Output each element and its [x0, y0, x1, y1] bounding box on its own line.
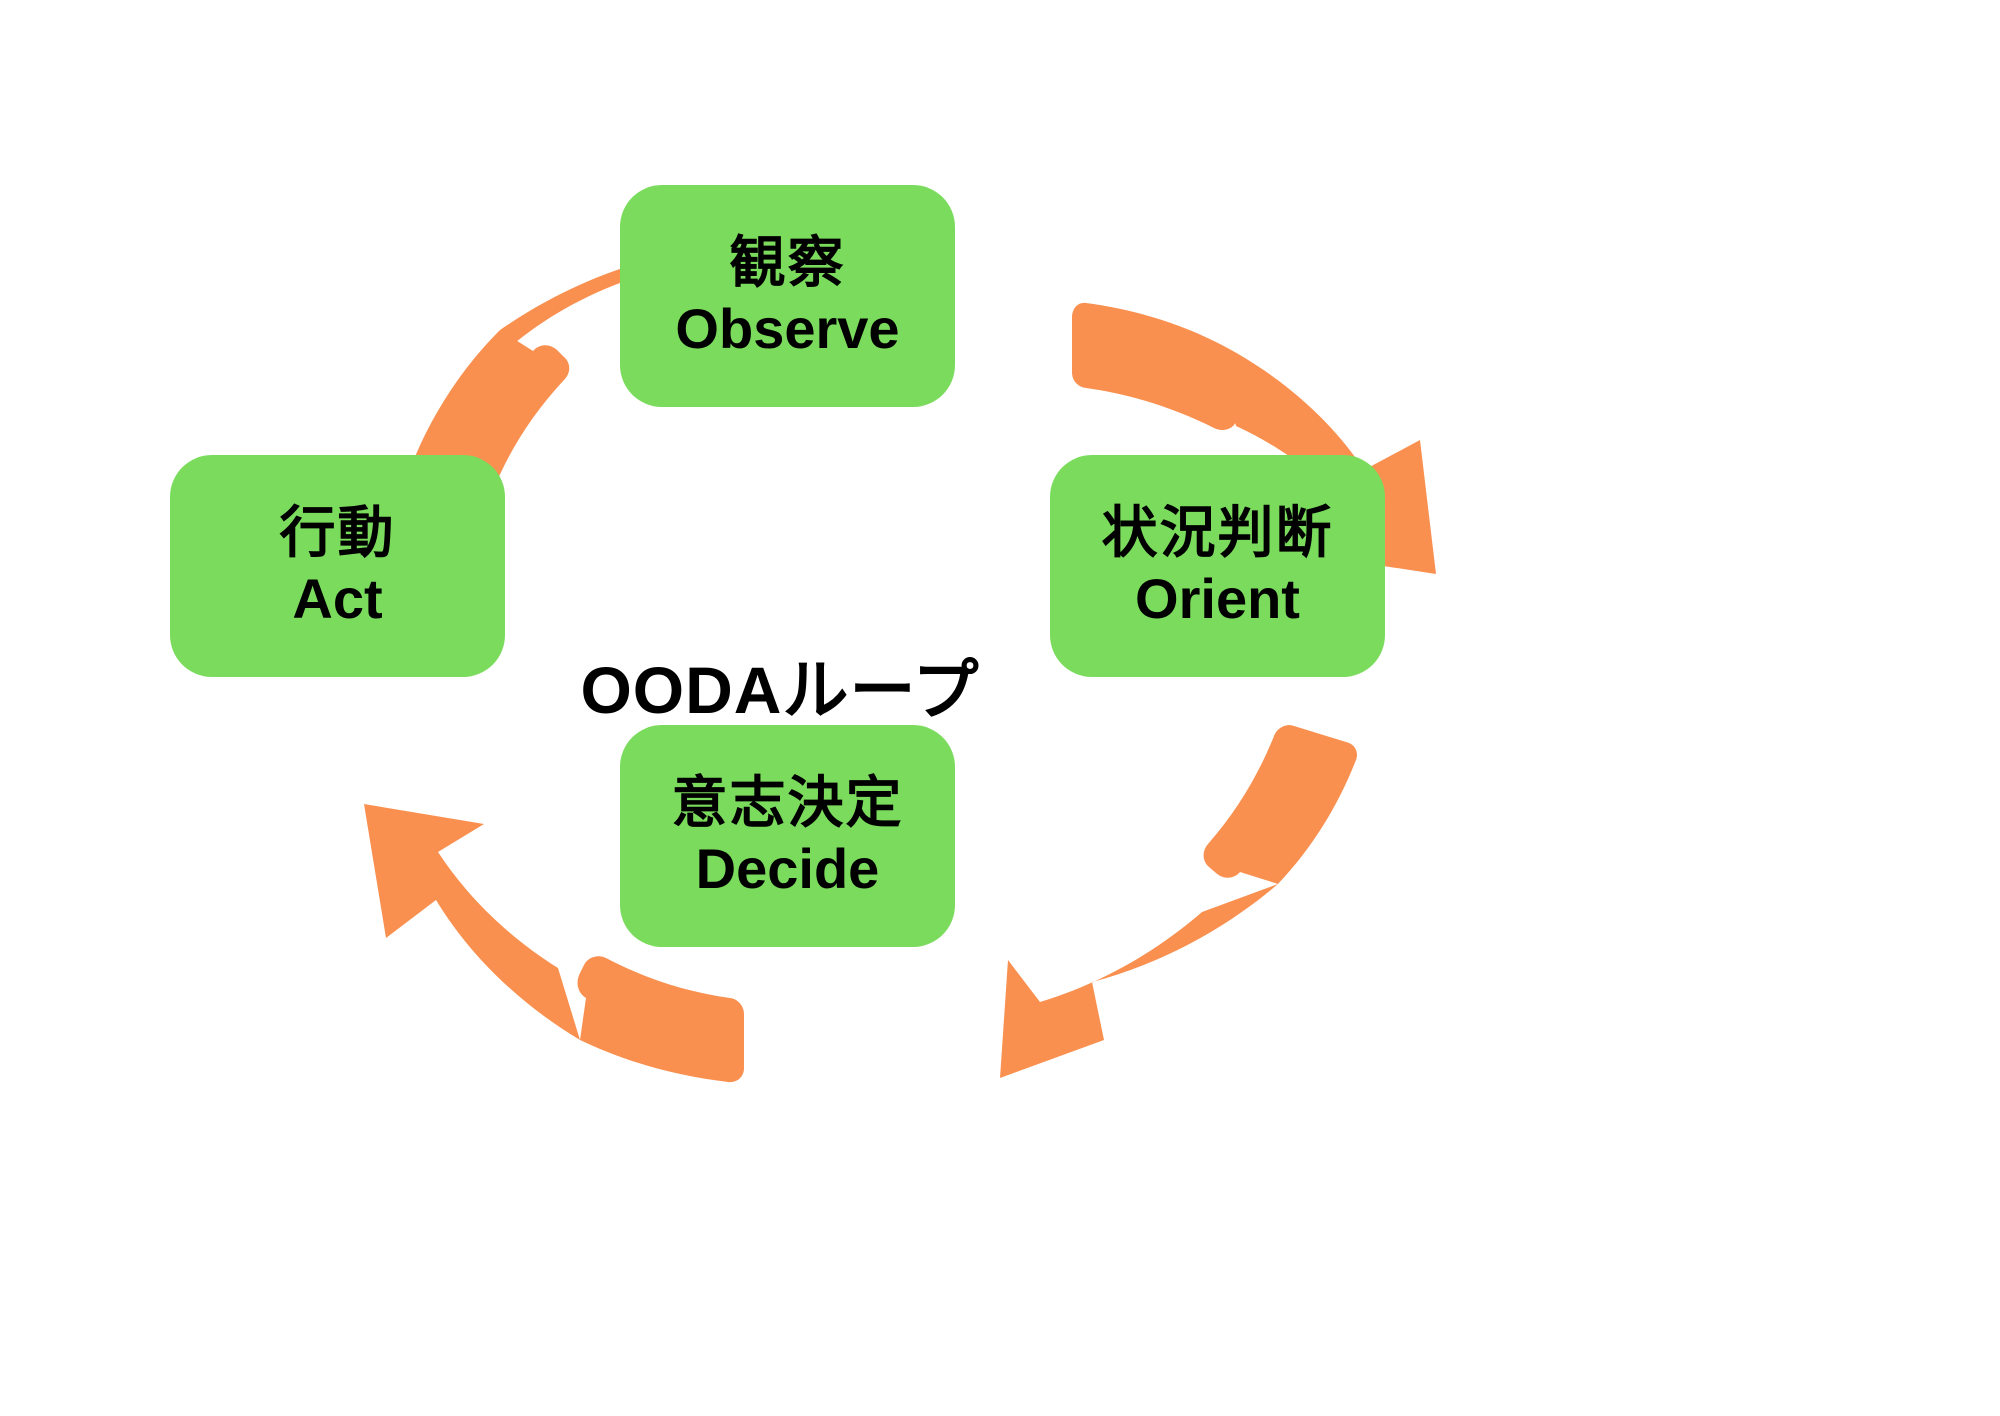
node-act[interactable]: 行動 Act — [170, 455, 505, 677]
diagram-title: OODAループ — [580, 653, 980, 727]
node-observe-label-jp: 観察 — [729, 230, 846, 294]
node-decide-label-jp: 意志決定 — [671, 770, 904, 834]
node-orient-label-jp: 状況判断 — [1101, 500, 1334, 564]
node-orient-label-en: Orient — [1135, 567, 1300, 630]
curved-arrow-icon — [1072, 302, 1243, 430]
node-observe[interactable]: 観察 Observe — [620, 185, 955, 407]
node-act-label-jp: 行動 — [279, 500, 396, 564]
curved-arrow-icon — [1000, 884, 1278, 1078]
curved-arrow-icon — [364, 804, 580, 1040]
node-observe-label-en: Observe — [675, 297, 900, 360]
curved-arrow-icon — [1203, 725, 1357, 884]
node-decide-label-en: Decide — [695, 837, 880, 900]
arrow-orient-to-decide — [1000, 725, 1357, 1078]
node-act-label-en: Act — [292, 567, 383, 630]
arrow-decide-to-act — [364, 804, 744, 1083]
node-orient[interactable]: 状況判断 Orient — [1050, 455, 1385, 677]
curved-arrow-icon — [577, 956, 744, 1083]
node-decide[interactable]: 意志決定 Decide — [620, 725, 955, 947]
